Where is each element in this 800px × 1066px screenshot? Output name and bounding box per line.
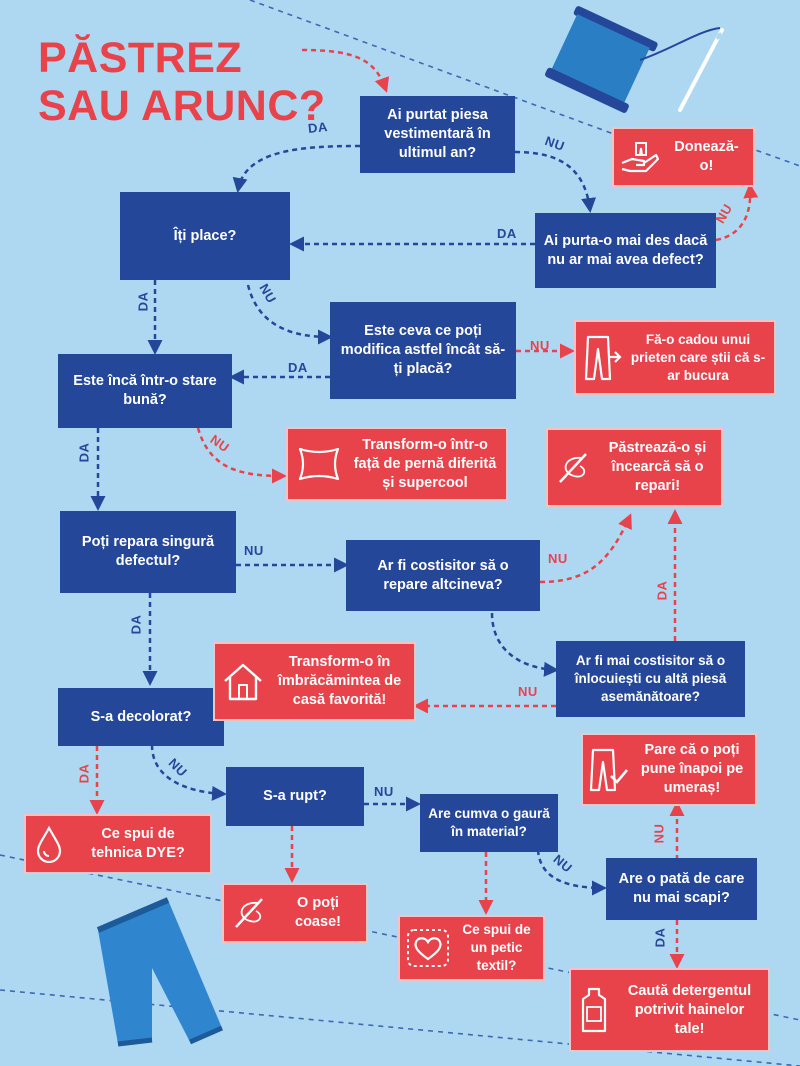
answer-right-detergent: Caută detergentul potrivit hainelor tale… [569,968,770,1052]
question-text: Ai purtat piesa vestimentară în ultimul … [384,107,491,161]
arrow-q5-a3 [196,427,287,484]
arrow-q1-q3 [514,150,597,213]
question-text: S-a rupt? [263,788,327,804]
answer-pillow-case: Transform-o într-o față de pernă diferit… [286,427,508,501]
answer-text: O poți coase! [295,895,341,930]
answer-text: Donează-o! [674,139,739,174]
arrow-q3-a1 [715,183,759,242]
blue-connectors [90,144,607,896]
question-text: Este încă într-o stare bună? [73,373,217,408]
answer-sew-it: O poți coase! [222,883,368,943]
red-connectors [89,48,759,969]
label-yes: DA [76,763,92,784]
question-wear-more-if-fixed: Ai purta-o mai des dacă nu ar mai avea d… [535,213,716,288]
question-text: Ar fi mai costisitor să o înlocuiești cu… [574,653,727,704]
question-do-you-like-it: Îți place? [120,192,290,280]
question-torn: S-a rupt? [226,767,364,826]
label-yes: DA [288,360,308,375]
label-yes: DA [654,580,670,601]
thread-line [249,0,631,141]
house-icon [221,661,265,703]
question-text: S-a decolorat? [90,708,192,725]
pants-gift-icon [582,333,622,383]
page-title: PĂSTREZ SAU ARUNC? [38,34,326,130]
jeans-icon [96,897,224,1047]
answer-back-on-hanger: Pare că o poți pune înapoi pe umeraș! [581,733,757,806]
answer-keep-and-repair: Păstrează-o și încearcă să o repari! [546,428,723,507]
answer-gift-to-friend: Fă-o cadou unui prieten care știi că s-a… [574,320,776,395]
answer-donate: Donează-o! [612,127,755,187]
label-no: NU [548,551,568,566]
pillow-icon [294,443,344,485]
answer-text: Caută detergentul potrivit hainelor tale… [627,982,752,1037]
answer-text: Pare că o poți pune înapoi pe umeraș! [640,742,744,796]
label-yes: DA [76,442,92,463]
question-text: Poți repara singură defectul? [81,534,215,569]
label-no: NU [244,543,264,558]
question-repair-yourself: Poți repara singură defectul? [60,511,236,593]
label-no: NU [374,784,394,799]
heart-patch-icon [406,928,450,968]
question-hole-in-fabric: Are cumva o gaură în material? [420,794,558,852]
label-yes: DA [307,119,329,136]
answer-text: Păstrează-o și încearcă să o repari! [608,440,707,494]
arrow-q9-q10 [150,744,227,801]
answer-textile-patch: Ce spui de un petic textil? [398,915,545,981]
question-text: Ar fi costisitor să o repare altcineva? [377,557,509,593]
question-worn-last-year: Ai purtat piesa vestimentară în ultimul … [360,96,515,173]
pants-check-icon [589,746,629,794]
question-faded: S-a decolorat? [58,688,224,746]
detergent-icon [577,985,611,1035]
dye-drop-icon [32,825,66,863]
donate-hand-icon [620,139,660,175]
label-no: NU [651,823,667,844]
thread-spool-icon [545,6,724,113]
answer-text: Ce spui de un petic textil? [462,922,531,973]
needle-icon [230,893,270,933]
arrow-title-q1 [301,48,390,93]
arrow-q7-q8 [490,612,559,677]
question-text: Are o pată de care nu mai scapi? [618,871,745,906]
answer-text: Transform-o în îmbrăcămintea de casă fav… [277,654,402,708]
label-yes: DA [497,226,517,241]
needle-thread-icon [554,448,594,488]
label-yes: DA [135,291,151,312]
question-costly-repair: Ar fi costisitor să o repare altcineva? [346,540,540,611]
question-can-modify: Este ceva ce poți modifica astfel încât … [330,302,516,399]
label-no: NU [530,338,550,353]
answer-home-clothes: Transform-o în îmbrăcămintea de casă fav… [213,642,416,721]
arrow-q11-q12 [536,849,607,896]
arrow-q2-q4 [246,284,333,345]
question-text: Îți place? [173,227,237,244]
question-stain: Are o pată de care nu mai scapi? [606,858,757,920]
arrow-q7-a4 [539,513,632,584]
answer-text: Ce spui de tehnica DYE? [91,826,185,861]
answer-dye-technique: Ce spui de tehnica DYE? [24,814,212,874]
arrow-q1-q2 [232,144,361,193]
question-text: Este ceva ce poți modifica astfel încât … [340,323,506,377]
question-good-condition: Este încă într-o stare bună? [58,354,232,428]
label-yes: DA [128,614,144,635]
answer-text: Transform-o într-o față de pernă diferit… [353,436,497,491]
label-yes: DA [652,927,668,948]
label-no: NU [518,684,538,699]
question-text: Are cumva o gaură în material? [428,806,550,839]
question-costly-replace: Ar fi mai costisitor să o înlocuiești cu… [556,641,745,717]
question-text: Ai purta-o mai des dacă nu ar mai avea d… [543,232,708,268]
answer-text: Fă-o cadou unui prieten care știi că s-a… [630,331,766,383]
